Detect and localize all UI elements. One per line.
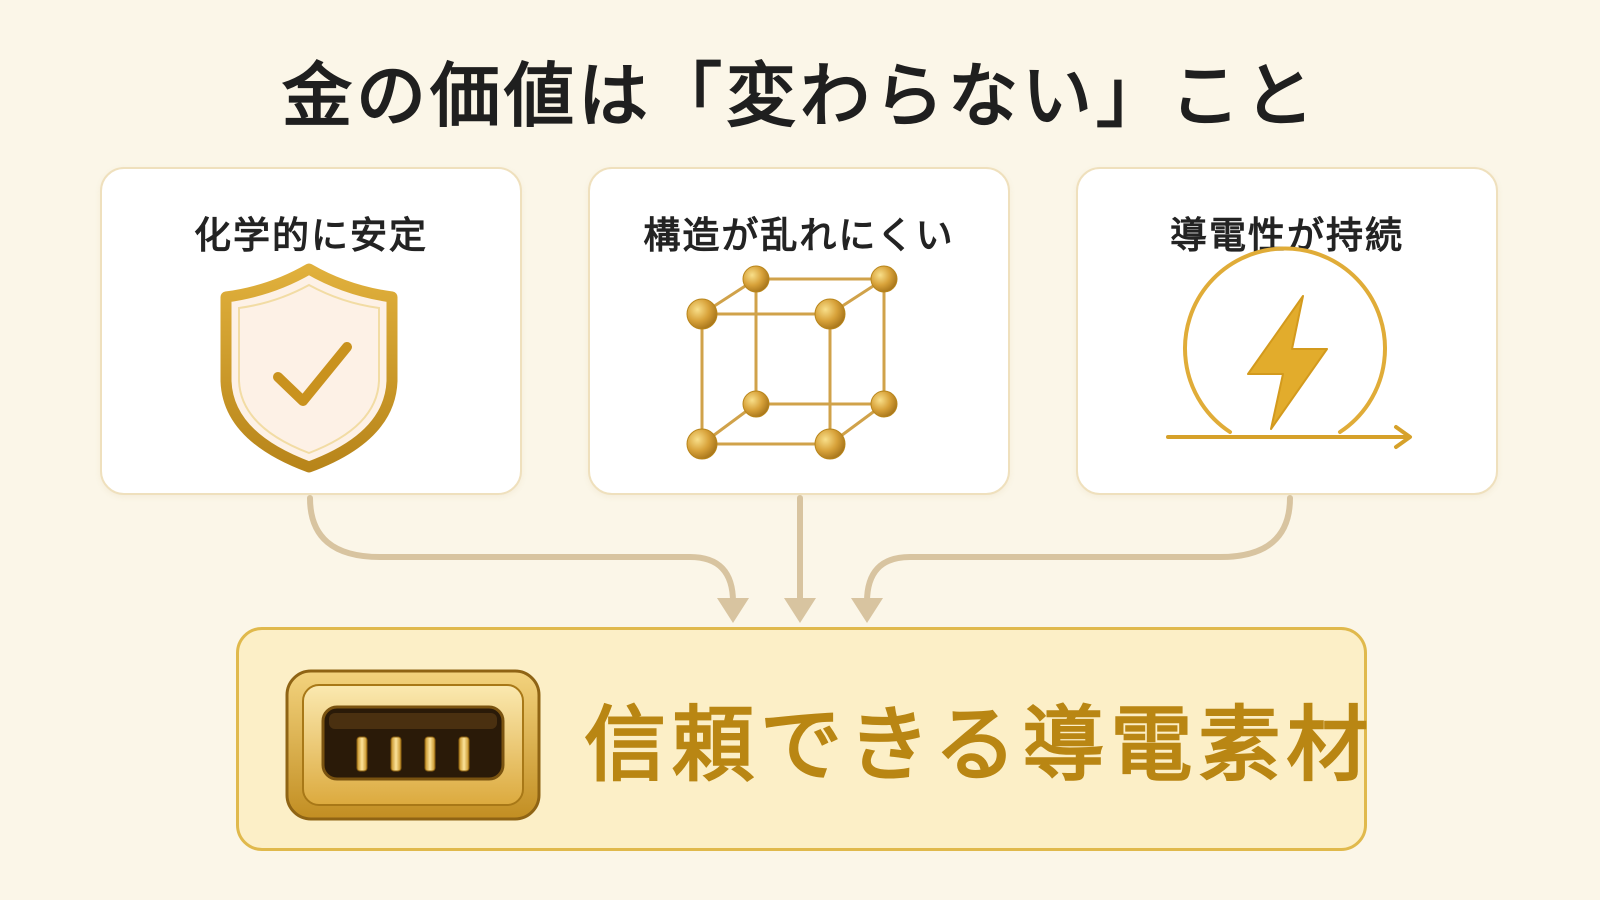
- card-label: 構造が乱れにくい: [643, 214, 955, 257]
- card-label: 化学的に安定: [194, 214, 428, 257]
- lightning-bolt-icon: [1166, 246, 1412, 449]
- crystal-lattice-icon: [686, 265, 898, 460]
- card-chemical-stability: 化学的に安定: [100, 167, 522, 495]
- arrow-head-right: [851, 598, 883, 623]
- arrow-head-center: [784, 598, 816, 623]
- shield-check-icon: [220, 263, 398, 473]
- result-box: 信頼できる導電素材: [236, 627, 1368, 851]
- arrow-head-left: [717, 598, 749, 623]
- card-structure-stability: 構造が乱れにくい: [588, 167, 1010, 495]
- page-title: 金の価値は「変わらない」こと: [282, 55, 1318, 137]
- gold-connector-icon: [285, 669, 541, 821]
- card-conductivity-persistence: 導電性が持続: [1076, 167, 1498, 495]
- result-label: 信頼できる導電素材: [584, 698, 1375, 793]
